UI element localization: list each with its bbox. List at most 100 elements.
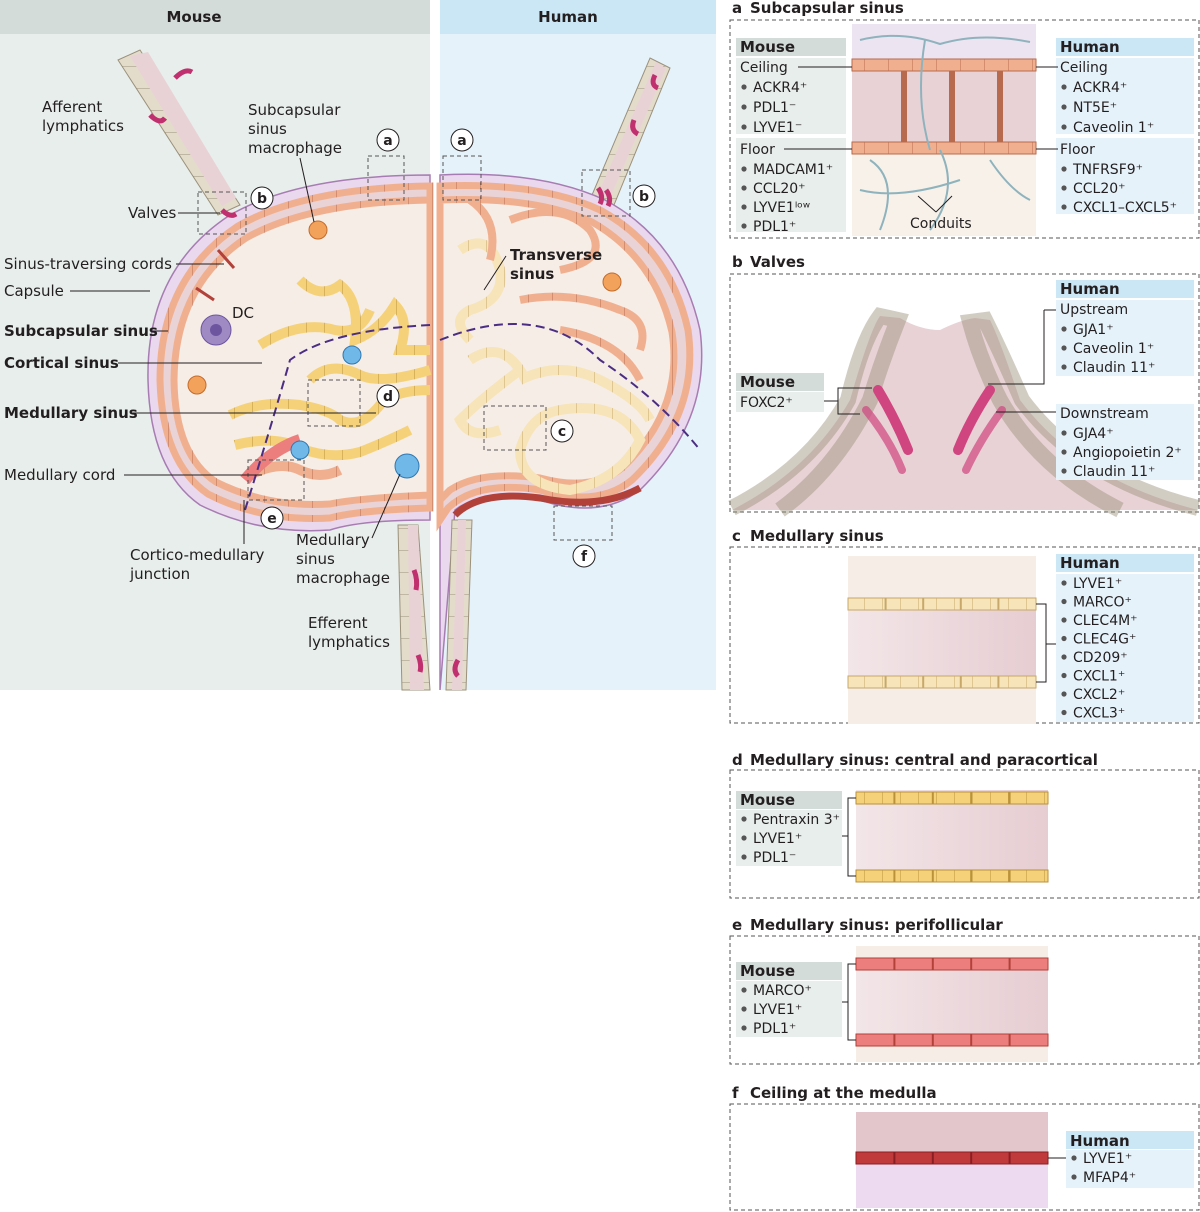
panel-a-human-header: Human [1060, 38, 1120, 56]
bullet-dot [741, 84, 747, 90]
panel-b-downstream-label: Downstream [1060, 406, 1149, 422]
label-efferent-2: lymphatics [308, 633, 390, 651]
label-valves: Valves [128, 204, 177, 222]
bullet-dot [1061, 635, 1067, 642]
label-cm-junction-1: Cortico-medullary [130, 546, 265, 564]
label-scs-mac-2: sinus [248, 120, 287, 138]
panel-a-human-floor-label: Floor [1060, 142, 1095, 158]
panel-f-title: Ceiling at the medulla [750, 1084, 937, 1102]
bullet-dot [1061, 104, 1067, 110]
marker-b-human: b [632, 184, 656, 208]
bullet-dot [1061, 598, 1067, 605]
panel-f: f Ceiling at the medulla Human LYVE1⁺MFA… [729, 1084, 1200, 1211]
svg-text:a: a [383, 133, 392, 149]
bullet-dot [741, 166, 747, 172]
bullet-dot [1061, 84, 1067, 90]
bullet-dot [1061, 326, 1067, 332]
marker-item: MFAP4⁺ [1083, 1170, 1136, 1186]
marker-item: MADCAM1⁺ [753, 162, 833, 178]
label-transverse-1: Transverse [510, 246, 602, 264]
bullet-dot [1061, 204, 1067, 210]
bullet-dot [1061, 166, 1067, 172]
panel-a-mouse-header: Mouse [740, 38, 795, 56]
bullet-dot [1061, 654, 1067, 660]
marker-item: CXCL3⁺ [1073, 706, 1125, 722]
marker-item: NT5E⁺ [1073, 100, 1117, 116]
marker-item: PDL1⁻ [753, 100, 796, 116]
panel-e: e Medullary sinus: perifollicular Mouse … [729, 916, 1200, 1065]
panel-d-letter: d [732, 751, 743, 769]
bullet-dot [1071, 1155, 1077, 1161]
panel-b-upstream-label: Upstream [1060, 302, 1128, 318]
marker-item: LYVE1⁻ [753, 120, 802, 136]
marker-f: f [572, 544, 596, 568]
bullet-dot [741, 987, 747, 993]
marker-e: e [260, 506, 284, 530]
marker-item: LYVE1⁺ [753, 1002, 802, 1018]
marker-item: PDL1⁺ [753, 219, 796, 235]
panel-e-mouse-list: MARCO⁺LYVE1⁺PDL1⁺ [741, 983, 812, 1037]
panel-a-conduits: Conduits [910, 216, 972, 232]
marker-item: LYVE1⁺ [1083, 1151, 1132, 1167]
bullet-dot [741, 124, 747, 130]
panel-a-mouse-floor-label: Floor [740, 142, 775, 158]
marker-b-mouse: b [250, 186, 274, 210]
panel-b: b Valves Human Upstream GJA1⁺Caveolin 1⁺… [728, 253, 1200, 518]
marker-item: CCL20⁺ [753, 181, 806, 197]
marker-item: Pentraxin 3⁺ [753, 812, 840, 828]
panel-b-mouse-header: Mouse [740, 373, 795, 391]
bullet-dot [741, 1006, 747, 1012]
human-header: Human [538, 8, 598, 26]
marker-item: CLEC4M⁺ [1073, 613, 1138, 629]
marker-item: Caveolin 1⁺ [1073, 341, 1154, 357]
bullet-dot [1061, 709, 1067, 716]
bullet-dot [741, 835, 747, 841]
marker-item: PDL1⁻ [753, 850, 796, 866]
svg-text:a: a [457, 133, 466, 149]
panel-a-letter: a [732, 0, 742, 17]
panel-a-mouse-ceiling-label: Ceiling [740, 60, 788, 76]
label-sinus-traversing: Sinus-traversing cords [4, 255, 172, 273]
marker-d: d [376, 384, 400, 408]
scs-macrophage-cell [308, 220, 328, 240]
marker-item: CXCL2⁺ [1073, 687, 1125, 703]
marker-item: ACKR4⁺ [1073, 80, 1127, 96]
panel-e-letter: e [732, 916, 742, 934]
panel-c: c Medullary sinus Human LYVE1⁺MARCO⁺CLEC… [729, 527, 1200, 724]
mouse-overview: Mouse [0, 0, 434, 691]
medullary-macrophage-cell [394, 453, 420, 479]
panel-c-human-list: LYVE1⁺MARCO⁺CLEC4M⁺CLEC4G⁺CD209⁺CXCL1⁺CX… [1061, 576, 1138, 722]
bullet-dot [1061, 449, 1067, 455]
label-afferent-2: lymphatics [42, 117, 124, 135]
bullet-dot [741, 223, 747, 229]
panel-b-mouse-list: FOXC2⁺ [740, 395, 793, 411]
marker-item: LYVE1ˡᵒʷ [753, 200, 810, 216]
bullet-dot [1061, 124, 1067, 130]
panel-f-human-header: Human [1070, 1132, 1130, 1150]
panel-b-upstream-list: GJA1⁺ Caveolin 1⁺ Claudin 11⁺ [1061, 322, 1155, 376]
label-medullary-cord: Medullary cord [4, 466, 115, 484]
marker-item: LYVE1⁺ [1073, 576, 1122, 592]
bullet-dot [741, 185, 747, 191]
label-transverse-2: sinus [510, 265, 554, 283]
marker-item: FOXC2⁺ [740, 395, 793, 411]
label-subcapsular-sinus: Subcapsular sinus [4, 322, 158, 340]
bullet-dot [1061, 672, 1067, 679]
marker-a-mouse: a [376, 128, 400, 152]
marker-item: CLEC4G⁺ [1073, 632, 1136, 648]
marker-item: Claudin 11⁺ [1073, 360, 1155, 376]
marker-item: GJA1⁺ [1073, 322, 1114, 338]
panel-a-ceiling-cells [851, 58, 1037, 72]
bullet-dot [1061, 691, 1067, 697]
bullet-dot [1061, 580, 1067, 586]
marker-item: Caveolin 1⁺ [1073, 120, 1154, 136]
marker-item: CXCL1⁺ [1073, 669, 1125, 685]
panel-a-floor-cells [851, 141, 1037, 155]
bullet-dot [741, 816, 747, 822]
human-overview: Human a [436, 0, 716, 691]
svg-text:b: b [257, 191, 267, 207]
panel-b-title: Valves [750, 253, 805, 271]
bullet-dot [1061, 617, 1067, 623]
